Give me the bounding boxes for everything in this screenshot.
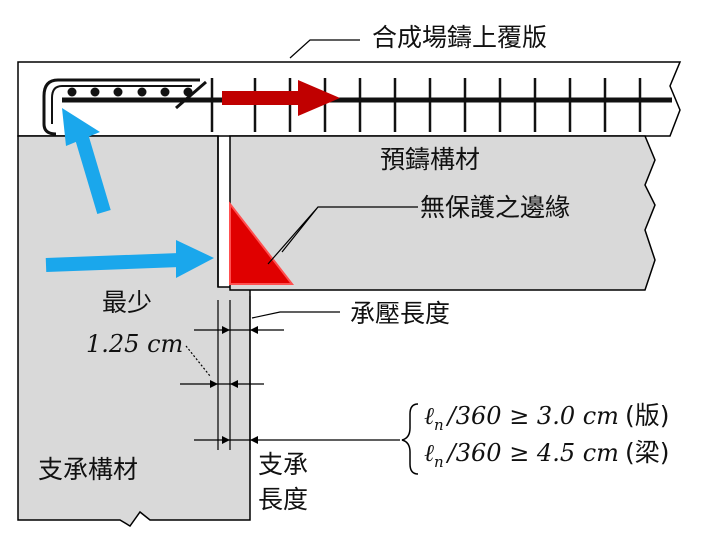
precast-member (229, 135, 656, 291)
edge-label: 無保護之邊緣 (420, 193, 570, 222)
min-value: 1.25 cm (86, 330, 183, 358)
hooked-bar-inner (51, 85, 192, 124)
formula-beam: ℓn/360 ≥ 4.5 cm(梁) (424, 438, 669, 471)
formula-slab: ℓn/360 ≥ 3.0 cm(版) (424, 401, 669, 434)
dimension-lines (180, 296, 400, 450)
hook-tail (175, 80, 207, 110)
blue-diagonal-arrow-icon (62, 108, 111, 214)
bearing-pressure-label: 承壓長度 (350, 299, 450, 328)
topping-label: 合成場鑄上覆版 (372, 23, 547, 52)
unprotected-edge-triangle (229, 201, 295, 285)
formula-brace (401, 403, 419, 475)
bearing-length-label-1: 支承 (258, 450, 308, 479)
min-label: 最少 (102, 288, 152, 317)
rebar-dots (67, 87, 193, 97)
dimension-arrowheads (210, 326, 258, 444)
min-leader (185, 345, 211, 377)
support-member-label: 支承構材 (38, 455, 138, 484)
bearing-length-label-2: 長度 (258, 485, 308, 514)
red-right-arrow-icon (222, 80, 340, 116)
hooked-bar (42, 78, 200, 136)
topping-leader (289, 39, 360, 59)
precast-label: 預鑄構材 (380, 145, 480, 174)
stirrups (210, 78, 642, 132)
blue-right-arrow-icon (45, 240, 214, 278)
edge-leader (267, 206, 418, 265)
